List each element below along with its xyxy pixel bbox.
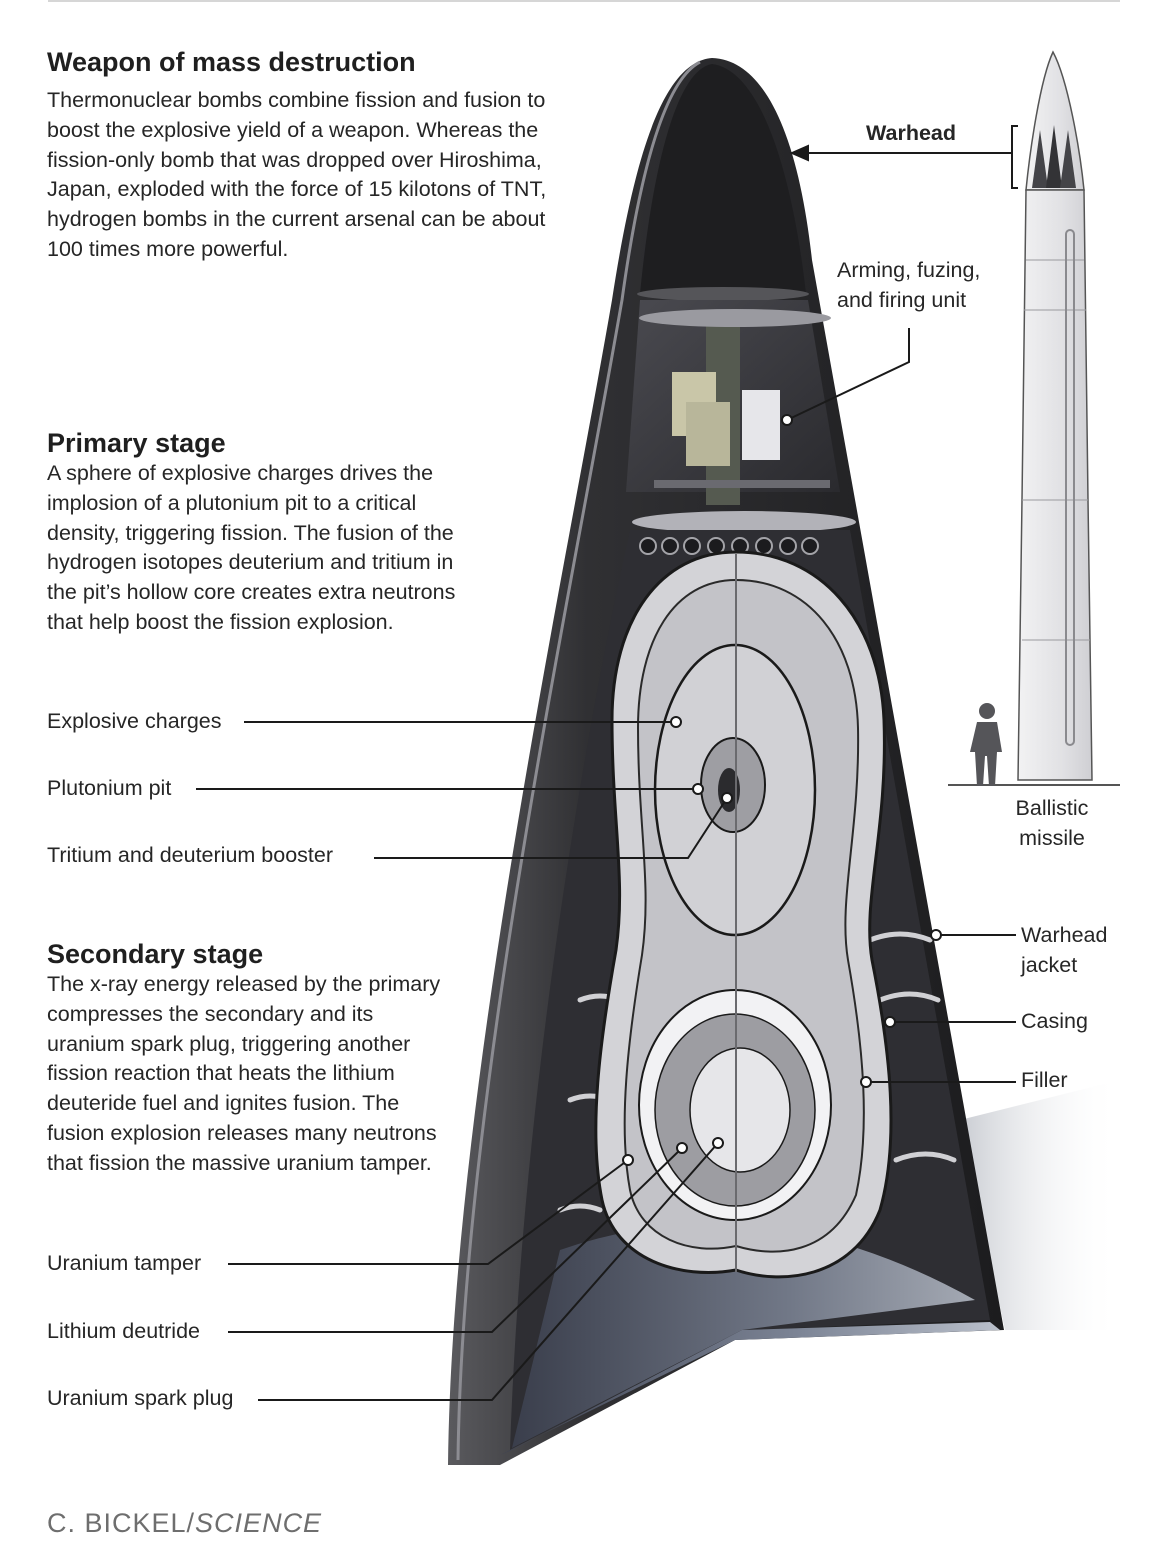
primary-title: Primary stage: [47, 428, 226, 458]
arming-top-plate: [639, 309, 831, 327]
secondary-body: The x-ray energy released by the primary…: [47, 972, 441, 1175]
credit-line: C. BICKEL/SCIENCE: [47, 1508, 322, 1539]
filler-label: Filler: [1021, 1068, 1068, 1092]
arming-shelf: [654, 480, 830, 488]
nose-interior: [640, 64, 806, 294]
explosive-charges-label: Explosive charges: [47, 709, 222, 733]
jacket-edge-highlight: [456, 60, 701, 1461]
cone-shadow: [960, 1080, 1120, 1330]
arming-unit-label: Arming, fuzing, and firing unit: [837, 258, 981, 312]
secondary-title: Secondary stage: [47, 939, 264, 969]
missile-warhead-bracket: [1011, 125, 1018, 189]
missile-drawing: [948, 50, 1120, 786]
warhead-label: Warhead: [866, 121, 956, 145]
intro-title: Weapon of mass destruction: [47, 47, 416, 77]
lithium-deutride-label: Lithium deutride: [47, 1319, 200, 1343]
missile-body: [1017, 189, 1093, 781]
leader-dots: [622, 414, 942, 1166]
arming-box-2: [686, 402, 730, 466]
primary-body: A sphere of explosive charges drives the…: [47, 461, 456, 634]
uranium-tamper-label: Uranium tamper: [47, 1251, 202, 1275]
intro-body: Thermonuclear bombs combine fission and …: [47, 88, 547, 261]
arming-box-3: [742, 390, 780, 460]
missile-warhead-mrv: [1032, 130, 1048, 188]
booster-label: Tritium and deuterium booster: [47, 843, 333, 867]
warhead-jacket-label: Warhead jacket: [1021, 923, 1108, 977]
credit-name: C. BICKEL/: [47, 1508, 196, 1538]
spark-plug-label: Uranium spark plug: [47, 1386, 234, 1410]
leader-lines: [196, 144, 1016, 1401]
ballistic-missile-label: Ballistic missile: [1015, 796, 1089, 850]
base-cavity-floor: [512, 1224, 975, 1448]
nose-rim: [637, 287, 809, 301]
top-rule: [48, 0, 1120, 2]
plutonium-pit-label: Plutonium pit: [47, 776, 172, 800]
person-silhouette: [970, 703, 1002, 786]
casing-label: Casing: [1021, 1009, 1088, 1033]
credit-publication: SCIENCE: [195, 1508, 323, 1538]
spark-plug: [689, 1047, 791, 1173]
primary-top-plate: [632, 511, 856, 533]
